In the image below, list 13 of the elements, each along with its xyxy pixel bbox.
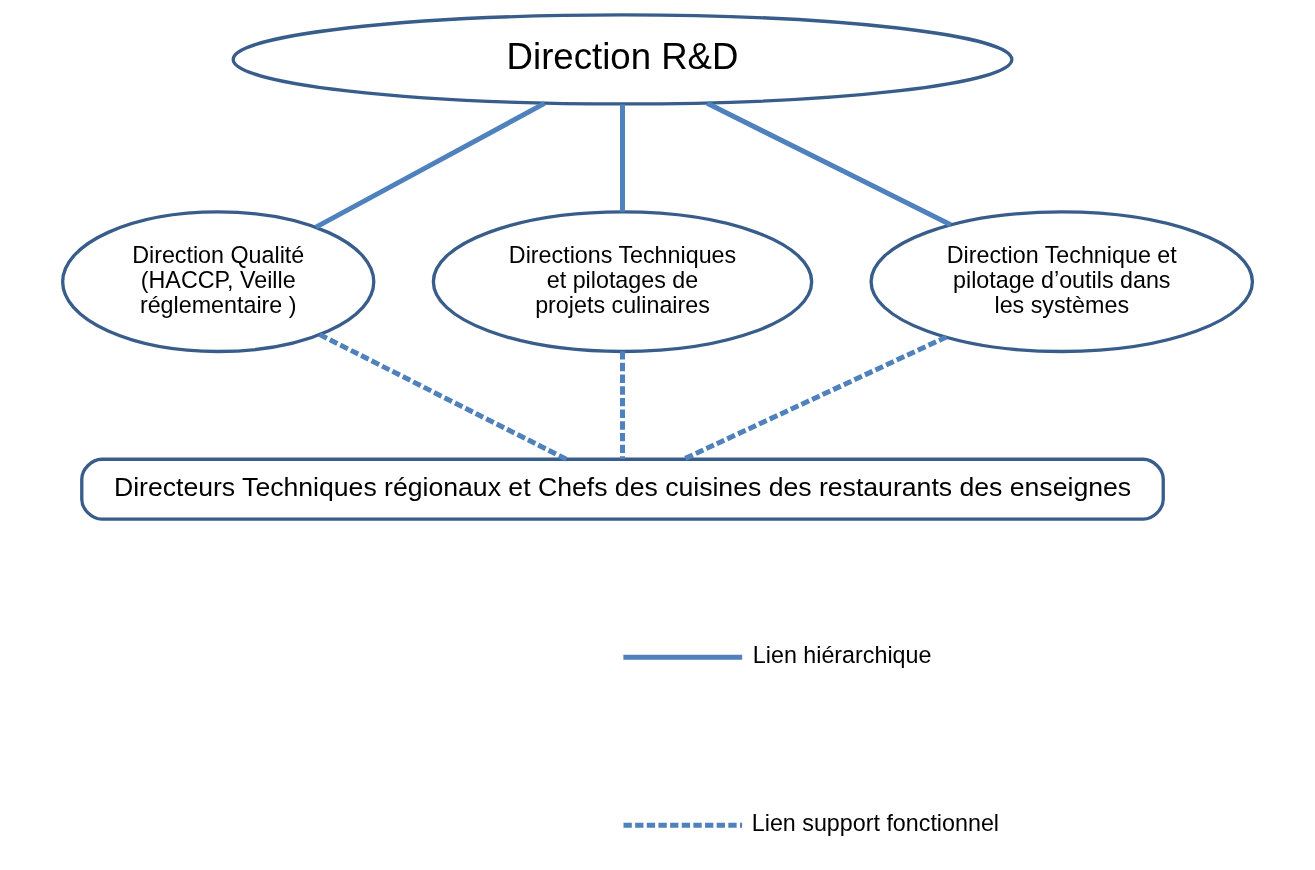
connector xyxy=(620,104,625,212)
node-ellipse: Direction R&D xyxy=(231,13,1014,106)
connector xyxy=(620,351,625,460)
connector xyxy=(706,101,952,227)
node-box: Directeurs Techniques régionaux et Chefs des cuisines des restaurants des enseignes xyxy=(80,457,1165,521)
node-ellipse: Direction Technique et pilotage d’outils dans les systèmes xyxy=(869,210,1255,354)
legend-label: Lien support fonctionnel xyxy=(751,810,1000,837)
connector xyxy=(318,332,568,462)
node-ellipse: Directions Techniques et pilotages de projets culinaires xyxy=(431,210,814,354)
legend-label: Lien hiérarchique xyxy=(752,642,932,669)
connector xyxy=(682,334,948,462)
connector xyxy=(314,101,546,230)
node-ellipse: Direction Qualité (HACCP, Veille réglementaire ) xyxy=(61,210,376,354)
